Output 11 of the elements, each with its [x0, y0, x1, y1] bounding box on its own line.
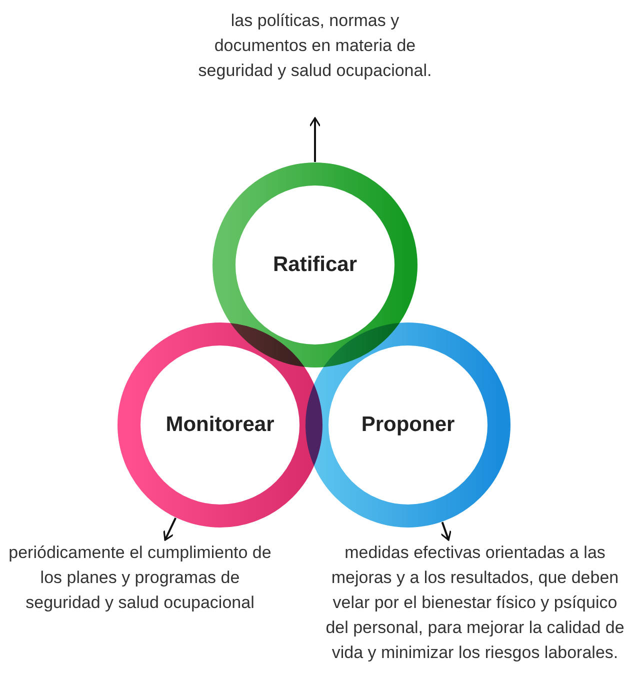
- arrow: [440, 522, 452, 541]
- description-text: medidas efectivas orientadas a las mejoras y a los resultados, que deben velar por el bienestar físico y psíquico del personal, para mejorar la calidad de vida y minimizar los riesgos laborales.: [320, 540, 630, 665]
- arrow: [163, 518, 177, 541]
- arrow: [309, 117, 321, 162]
- description-text: las políticas, normas y documentos en materia de seguridad y salud ocupacional.: [185, 8, 445, 83]
- ring: [305, 322, 511, 528]
- description-text: periódicamente el cumplimiento de los planes y programas de seguridad y salud ocupacional: [5, 540, 275, 615]
- ring-label: Monitorear: [166, 413, 274, 437]
- ring-label: Ratificar: [272, 253, 358, 277]
- ring: [212, 162, 418, 368]
- ring-label: Proponer: [361, 413, 455, 437]
